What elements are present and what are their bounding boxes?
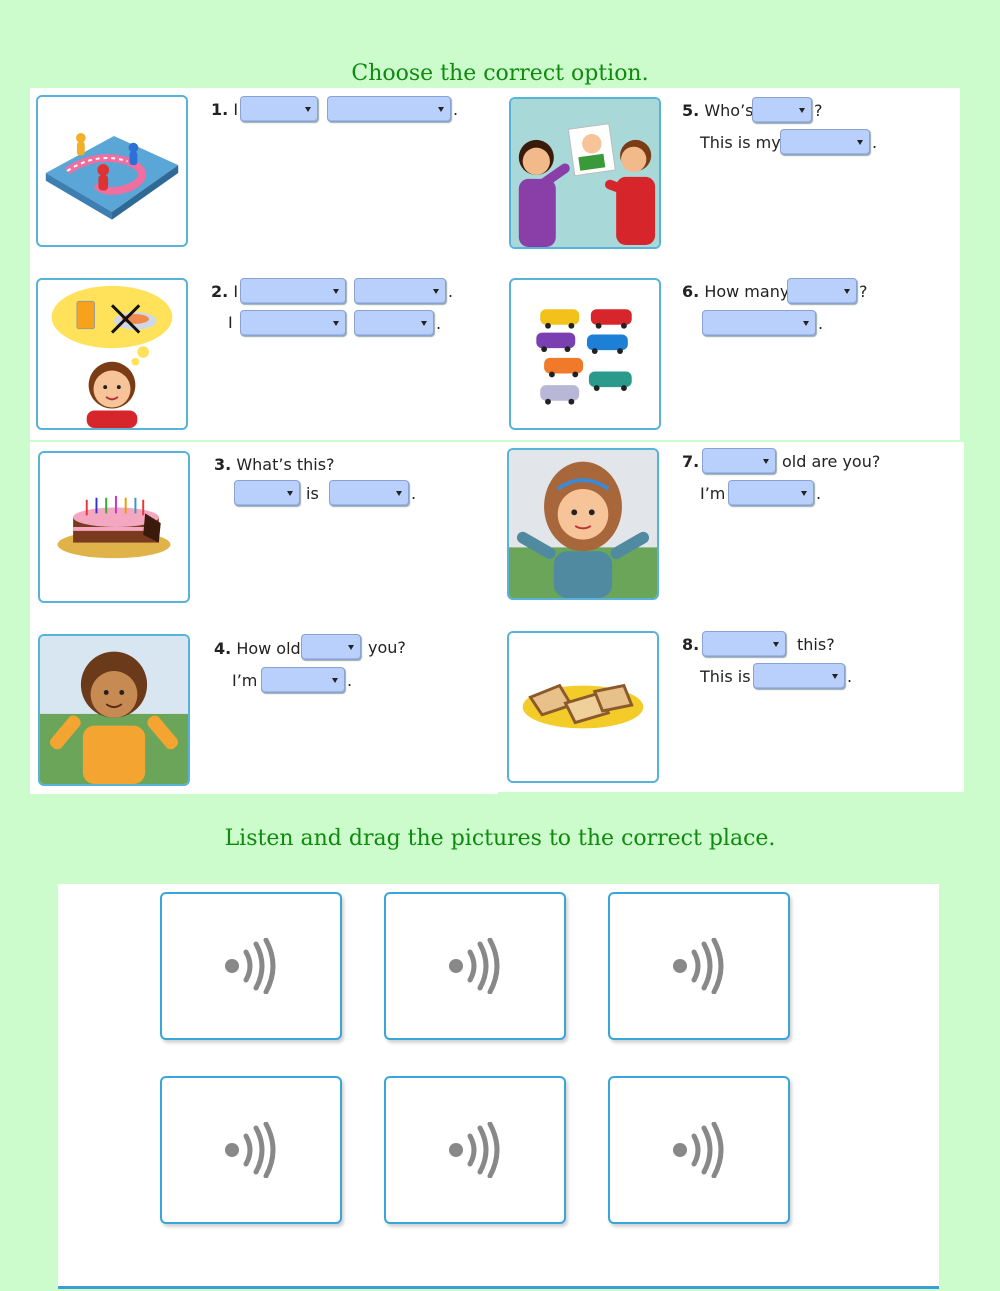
boy-waving-image <box>38 634 190 786</box>
question-text: you? <box>368 638 406 657</box>
period: . <box>453 100 459 119</box>
q1-dropdown-2[interactable] <box>327 96 451 122</box>
toy-cars-image <box>509 278 661 430</box>
section-title-listen: Listen and drag the pictures to the corr… <box>224 826 776 851</box>
speaker-icon <box>225 938 276 994</box>
question-number: 2. <box>211 282 229 301</box>
q4-dropdown-2[interactable] <box>261 667 345 693</box>
question-text: is <box>306 484 319 503</box>
speaker-icon <box>449 938 500 994</box>
question-6: 6. How many <box>682 278 789 306</box>
q2-dropdown-1[interactable] <box>240 278 346 304</box>
q6-dropdown-1[interactable] <box>787 278 857 304</box>
question-3: 3. What’s this? <box>214 451 335 479</box>
speaker-icon <box>449 1122 500 1178</box>
q5-dropdown-2[interactable] <box>780 129 870 155</box>
q3-dropdown-1[interactable] <box>234 480 300 506</box>
q3-dropdown-2[interactable] <box>329 480 409 506</box>
period: . <box>448 282 454 301</box>
speaker-icon <box>673 1122 724 1178</box>
q2-dropdown-3[interactable] <box>240 310 346 336</box>
period: . <box>818 314 824 333</box>
speaker-icon <box>673 938 724 994</box>
question-number: 4. <box>214 639 232 658</box>
audio-card-3[interactable] <box>608 892 790 1040</box>
question-text: What’s this? <box>236 455 335 474</box>
question-number: 7. <box>682 452 700 471</box>
period: . <box>411 484 417 503</box>
question-text: I <box>228 313 233 332</box>
question-text: this? <box>797 635 835 654</box>
drag-area-bottom-border <box>58 1286 939 1289</box>
question-text: How many <box>704 282 790 301</box>
period: . <box>347 671 353 690</box>
audio-card-2[interactable] <box>384 892 566 1040</box>
audio-card-1[interactable] <box>160 892 342 1040</box>
question-7: 7. <box>682 448 699 476</box>
question-mark: ? <box>814 101 823 120</box>
question-text: I’m <box>232 671 258 690</box>
q1-dropdown-1[interactable] <box>240 96 318 122</box>
question-2: 2. I <box>211 278 238 306</box>
period: . <box>847 667 853 686</box>
board-game-image <box>36 95 188 247</box>
question-1: 1. I <box>211 96 238 124</box>
birthday-cake-image <box>38 451 190 603</box>
audio-card-5[interactable] <box>384 1076 566 1224</box>
question-number: 6. <box>682 282 700 301</box>
audio-card-4[interactable] <box>160 1076 342 1224</box>
speaker-icon <box>225 1122 276 1178</box>
question-5: 5. Who’s <box>682 97 753 125</box>
question-text: I <box>233 100 239 119</box>
q8-dropdown-1[interactable] <box>702 631 786 657</box>
question-text: This is my <box>700 133 781 152</box>
q7-dropdown-1[interactable] <box>702 448 776 474</box>
q2-dropdown-4[interactable] <box>354 310 434 336</box>
question-8: 8. <box>682 631 699 659</box>
period: . <box>872 133 878 152</box>
question-4: 4. How old <box>214 635 301 663</box>
girls-with-photo-image <box>509 97 661 249</box>
q2-dropdown-2[interactable] <box>354 278 446 304</box>
q8-dropdown-2[interactable] <box>753 663 845 689</box>
section-title-choose: Choose the correct option. <box>351 61 649 86</box>
question-number: 1. <box>211 100 229 119</box>
question-number: 3. <box>214 455 232 474</box>
question-mark: ? <box>859 282 868 301</box>
q5-dropdown-1[interactable] <box>752 97 812 123</box>
period: . <box>816 484 822 503</box>
question-text: How old <box>236 639 301 658</box>
question-text: This is <box>700 667 751 686</box>
question-text: Who’s <box>704 101 754 120</box>
girl-thinking-food-image <box>36 278 188 430</box>
toast-plate-image <box>507 631 659 783</box>
period: . <box>436 314 442 333</box>
question-text: I <box>233 282 239 301</box>
audio-card-6[interactable] <box>608 1076 790 1224</box>
question-text: old are you? <box>782 452 881 471</box>
q4-dropdown-1[interactable] <box>301 634 361 660</box>
q7-dropdown-2[interactable] <box>728 480 814 506</box>
question-number: 5. <box>682 101 700 120</box>
q6-dropdown-2[interactable] <box>702 310 816 336</box>
question-text: I’m <box>700 484 726 503</box>
girl-hands-up-image <box>507 448 659 600</box>
question-number: 8. <box>682 635 700 654</box>
